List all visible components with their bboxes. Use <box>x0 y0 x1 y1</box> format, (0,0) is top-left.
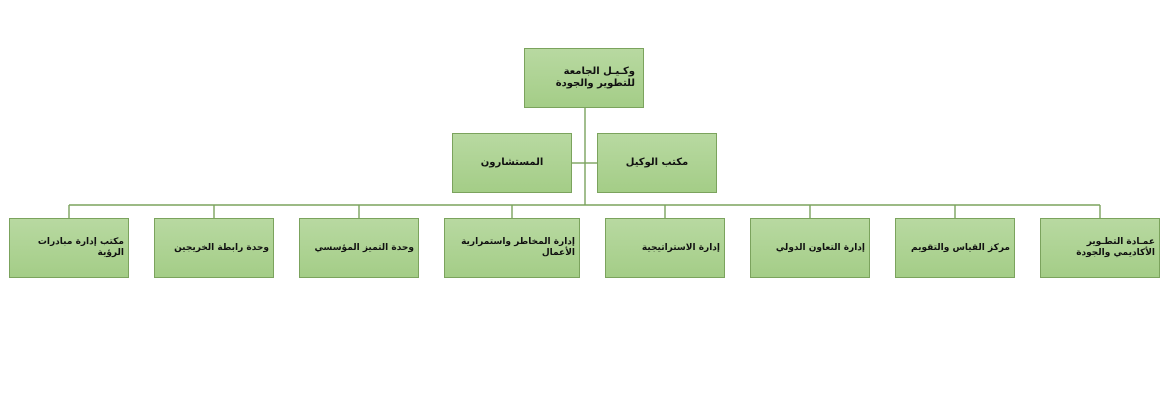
vice-office-node: مكتب الوكيل <box>597 133 717 193</box>
unit-node-1: عمـادة التطـوير الأكاديمي والجودة <box>1040 218 1160 278</box>
unit-label-5: إدارة المخاطر واستمرارية الأعمال <box>461 237 575 258</box>
unit-label-8: مكتب إدارة مبادرات الرؤية <box>37 237 124 258</box>
advisors-label: المستشارون <box>480 157 544 168</box>
unit-node-7: وحدة رابطة الخريجين <box>154 218 274 278</box>
unit-node-3: إدارة التعاون الدولي <box>750 218 870 278</box>
advisors-node: المستشارون <box>452 133 572 193</box>
unit-label-3: إدارة التعاون الدولي <box>775 242 865 253</box>
unit-node-8: مكتب إدارة مبادرات الرؤية <box>9 218 129 278</box>
unit-label-1: عمـادة التطـوير الأكاديمي والجودة <box>1076 237 1155 258</box>
unit-label-2: مركز القياس والتقويم <box>911 242 1010 253</box>
unit-node-4: إدارة الاستراتيجية <box>605 218 725 278</box>
unit-node-6: وحدة التميز المؤسسي <box>299 218 419 278</box>
unit-node-5: إدارة المخاطر واستمرارية الأعمال <box>444 218 580 278</box>
unit-label-7: وحدة رابطة الخريجين <box>174 242 269 253</box>
unit-node-2: مركز القياس والتقويم <box>895 218 1015 278</box>
vice-president-label: وكـيـل الجامعة للتطوير والجودة <box>555 66 635 89</box>
unit-label-4: إدارة الاستراتيجية <box>641 242 720 253</box>
vice-office-label: مكتب الوكيل <box>625 157 689 168</box>
unit-label-6: وحدة التميز المؤسسي <box>314 242 414 253</box>
vice-president-node: وكـيـل الجامعة للتطوير والجودة <box>524 48 644 108</box>
